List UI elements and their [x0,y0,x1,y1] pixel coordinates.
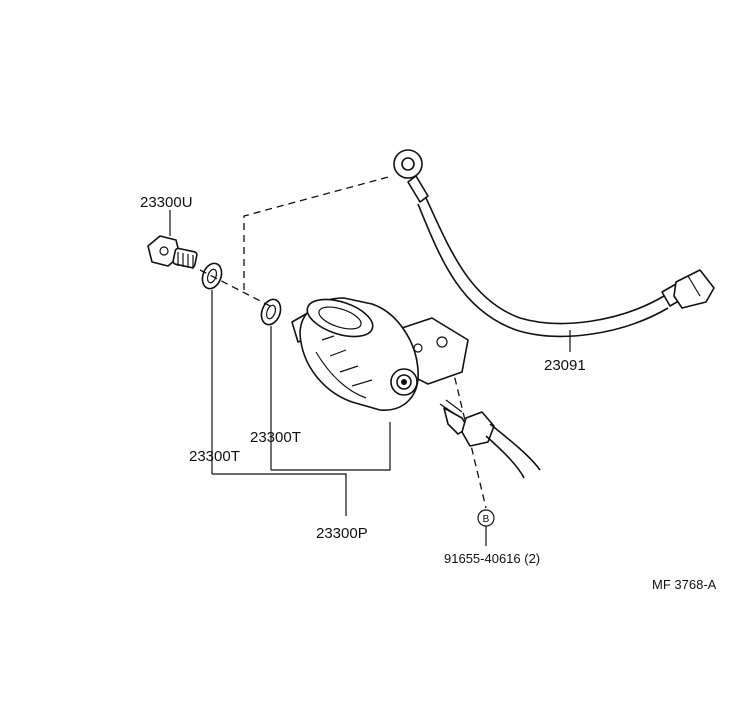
union-bolt [147,210,198,269]
label-23300P: 23300P [316,525,368,542]
leader-lines [211,290,571,546]
fuel-hose [393,149,715,338]
label-23091: 23091 [544,357,586,374]
label-23300U: 23300U [140,194,193,211]
figure-code: MF 3768-A [652,577,717,592]
bolt-marker: B [477,509,495,527]
fuel-filter [291,297,469,411]
label-23300T-upper: 23300T [250,429,301,446]
label-91655-40616: 91655-40616 (2) [444,551,540,566]
bolt-marker-letter: B [483,514,490,525]
label-23300T-lower: 23300T [189,448,240,465]
flex-bolt-assembly [439,399,541,479]
gasket-lower [260,298,282,326]
